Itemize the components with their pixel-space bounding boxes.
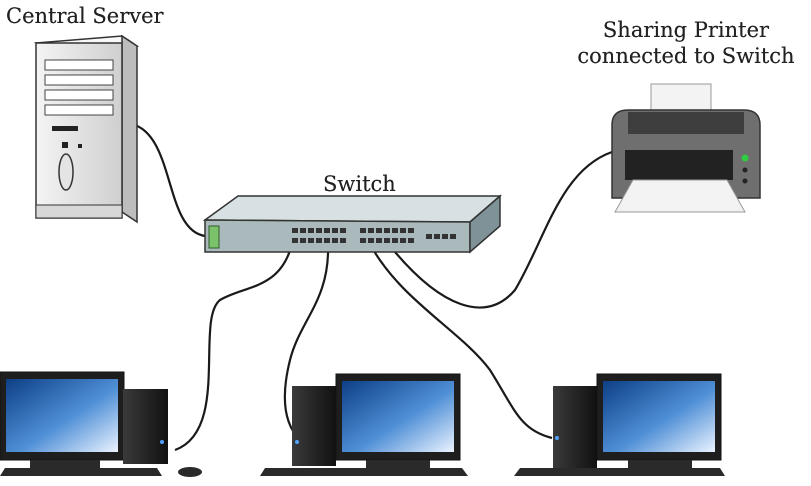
switch-icon xyxy=(202,194,503,254)
cable-switch-pc-right xyxy=(369,243,553,440)
switch-label: Switch xyxy=(323,172,396,196)
cable-switch-pc-center xyxy=(283,243,330,441)
printer-label-line2-overlay: connected to Switch xyxy=(577,44,795,68)
printer-label: Sharing Printer connected to Switch xyxy=(560,17,811,69)
pc-left-icon xyxy=(0,371,202,477)
switch-label-overlay: Switch xyxy=(323,172,396,196)
pc-center-icon xyxy=(260,373,468,476)
printer-label-line2: connected to Switch xyxy=(577,44,795,68)
central-server-label-overlay: Central Server xyxy=(6,4,164,28)
cable-switch-pc-left xyxy=(174,243,294,452)
printer-label-line1-overlay: Sharing Printer xyxy=(602,18,770,42)
pc-right-icon xyxy=(514,373,725,476)
central-server-icon xyxy=(33,34,140,224)
printer-label-line1: Sharing Printer xyxy=(602,18,770,42)
printer-label-overlay: Sharing Printer connected to Switch xyxy=(560,17,811,69)
central-server-label: Central Server xyxy=(6,4,164,28)
printer-icon xyxy=(611,83,761,213)
cable-printer-switch xyxy=(394,150,613,309)
